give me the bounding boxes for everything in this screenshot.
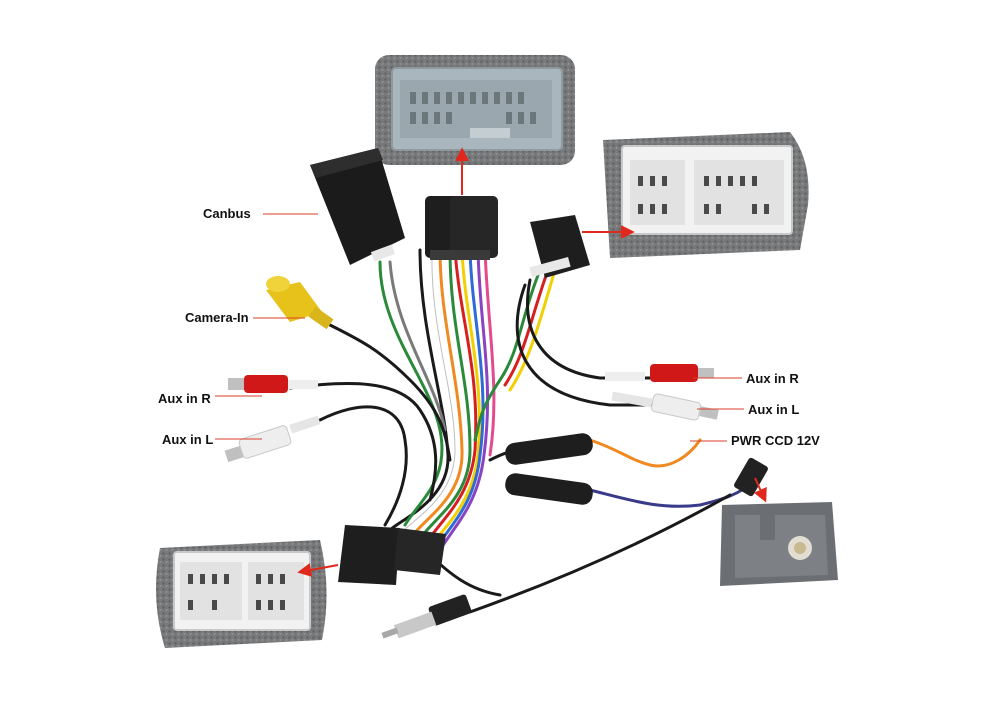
canbus-label: Canbus [203, 206, 251, 221]
pwr-ccd-12v-label: PWR CCD 12V [731, 433, 820, 448]
wire-bundle [288, 248, 757, 614]
left-aux-l-rca [224, 415, 321, 463]
antenna-adapter-connector [720, 502, 838, 586]
left-aux-in-l-label: Aux in L [162, 432, 214, 447]
canbus-box [310, 148, 405, 265]
camera-in-label: Camera-In [185, 310, 249, 325]
left-aux-r-rca [228, 375, 318, 393]
top-gray-connector [375, 55, 575, 165]
connector-arrows [297, 147, 767, 577]
top-center-plugs [425, 196, 498, 260]
right-white-connector [603, 132, 809, 258]
camera-in-rca [266, 276, 334, 330]
top-right-plug [529, 215, 590, 278]
pwr-ccd-plug [734, 457, 768, 497]
arrow-to-antenna-adapter [753, 477, 767, 503]
right-aux-r-rca [605, 364, 714, 382]
arrow-to-bottom-left-connector [297, 563, 339, 577]
right-aux-in-r-label: Aux in R [746, 371, 799, 386]
fuse-holders [505, 433, 593, 505]
bottom-plugs [338, 525, 446, 585]
antenna-plug [381, 594, 472, 639]
right-aux-l-rca [611, 391, 719, 421]
left-aux-in-r-label: Aux in R [158, 391, 211, 406]
leader-lines [215, 213, 744, 442]
bottom-left-white-connector [156, 540, 327, 648]
right-aux-in-l-label: Aux in L [748, 402, 800, 417]
